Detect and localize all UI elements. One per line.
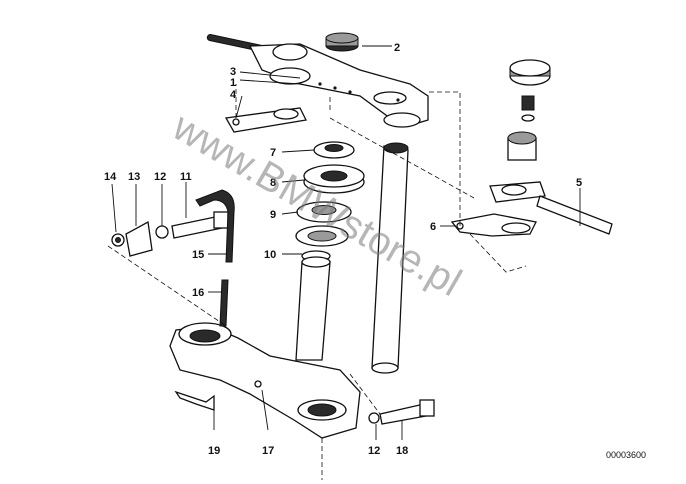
left-small-parts (111, 189, 235, 411)
bottom-right-bolt (368, 399, 435, 425)
label-part-15: 15 (192, 249, 204, 261)
label-part-10: 10 (264, 249, 276, 261)
label-part-16: 16 (192, 287, 204, 299)
part-labels: 2 3 1 4 5 6 7 8 9 10 11 12 13 14 15 16 1… (104, 42, 582, 457)
bracket-left (224, 107, 307, 133)
lower-fork-bridge (169, 322, 361, 439)
label-part-14: 14 (104, 171, 117, 183)
leader-lines (111, 45, 581, 440)
label-part-6: 6 (430, 221, 436, 233)
label-part-4: 4 (230, 89, 237, 101)
steering-tube (371, 142, 409, 374)
label-part-9: 9 (270, 209, 276, 221)
label-part-5: 5 (576, 177, 582, 189)
label-part-8: 8 (270, 177, 276, 189)
label-part-3: 3 (230, 66, 236, 78)
label-part-17: 17 (262, 445, 274, 457)
label-part-18: 18 (396, 445, 408, 457)
steering-stem (295, 256, 331, 361)
label-part-12-top: 12 (154, 171, 166, 183)
label-part-19: 19 (208, 445, 220, 457)
label-part-13: 13 (128, 171, 140, 183)
alignment-lines (107, 84, 527, 480)
label-part-2: 2 (394, 42, 400, 54)
right-handlebar-parts (450, 59, 613, 237)
label-part-12-bottom: 12 (368, 445, 380, 457)
upper-fork-bridge (206, 34, 429, 128)
label-part-11: 11 (180, 171, 192, 183)
label-part-7: 7 (270, 147, 276, 159)
cap-plug (325, 32, 359, 52)
label-part-1: 1 (230, 77, 236, 89)
diagram-reference-number: 00003600 (606, 450, 646, 460)
